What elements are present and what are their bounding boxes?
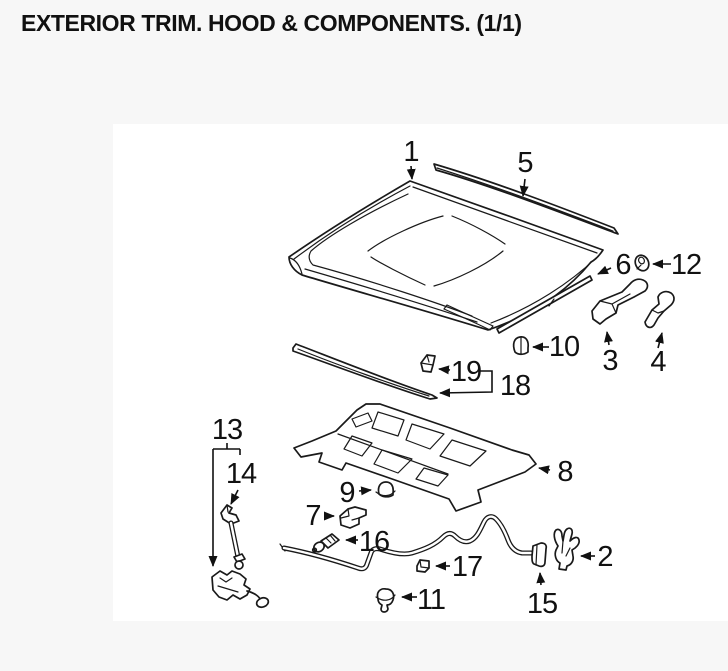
grommet-clip-12-part bbox=[634, 254, 650, 272]
hood-hinge-2-part bbox=[553, 527, 580, 571]
hinge-bracket-4-part bbox=[644, 290, 675, 329]
page-title: EXTERIOR TRIM. HOOD & COMPONENTS. (1/1) bbox=[21, 10, 522, 36]
callout-9: 9 bbox=[339, 477, 354, 509]
callout-leader-lines bbox=[208, 165, 671, 602]
hood-latch-13-part bbox=[211, 570, 270, 609]
callout-4: 4 bbox=[650, 346, 666, 378]
cable-end-clip-15-part bbox=[531, 542, 548, 568]
front-molding-18-part bbox=[292, 343, 438, 400]
callout-5: 5 bbox=[517, 147, 532, 179]
cable-clip-7-part bbox=[339, 506, 367, 529]
callout-6: 6 bbox=[615, 249, 630, 281]
dome-clip-10-part bbox=[512, 336, 530, 356]
hood-insulator-8-part bbox=[293, 403, 537, 512]
callout-labels: 1 5 6 12 10 3 4 19 18 8 9 13 14 7 16 17 … bbox=[212, 136, 702, 620]
prop-rod-14-part bbox=[220, 504, 246, 570]
cable-clip-17-part bbox=[416, 559, 430, 573]
hinge-bracket-3-part bbox=[591, 278, 649, 325]
callout-1: 1 bbox=[403, 136, 418, 168]
callout-8: 8 bbox=[557, 456, 572, 488]
callout-12: 12 bbox=[671, 249, 701, 281]
callout-10: 10 bbox=[549, 331, 579, 363]
callout-11: 11 bbox=[417, 584, 445, 616]
retainer-grommet-9-part bbox=[375, 481, 396, 498]
plug-16-part bbox=[311, 533, 340, 553]
callout-16: 16 bbox=[359, 526, 389, 558]
callout-13: 13 bbox=[212, 414, 242, 446]
callout-14: 14 bbox=[226, 458, 257, 490]
rear-molding-part bbox=[433, 163, 619, 235]
callout-18: 18 bbox=[500, 370, 530, 402]
diagram-panel: 1 5 6 12 10 3 4 19 18 8 9 13 14 7 16 17 … bbox=[113, 124, 728, 621]
release-cable-part bbox=[279, 514, 548, 572]
callout-17: 17 bbox=[452, 551, 482, 583]
callout-19: 19 bbox=[451, 356, 481, 388]
callout-2: 2 bbox=[597, 541, 612, 573]
pushpin-grommet-11-part bbox=[375, 588, 396, 613]
callout-3: 3 bbox=[602, 345, 617, 377]
hood-panel-part bbox=[288, 180, 604, 331]
callout-15: 15 bbox=[527, 588, 557, 620]
front-edge-molding-part bbox=[496, 275, 593, 334]
hood-components-parts-diagram: 1 5 6 12 10 3 4 19 18 8 9 13 14 7 16 17 … bbox=[208, 136, 702, 620]
molding-clip-19-part bbox=[420, 354, 436, 373]
callout-7: 7 bbox=[305, 500, 320, 532]
